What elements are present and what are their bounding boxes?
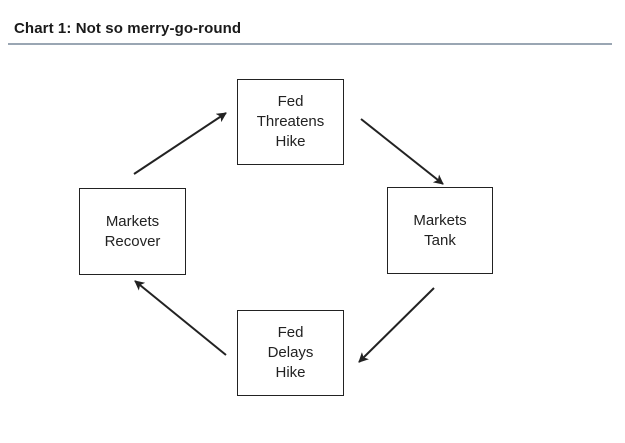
arrow-recover-to-threatens (133, 112, 227, 175)
node-label: Fed Threatens Hike (256, 93, 325, 150)
chart-title: Chart 1: Not so merry-go-round (14, 20, 242, 37)
node-fed-threatens-hike: Fed Threatens Hike (237, 79, 344, 165)
node-markets-recover: Markets Recover (79, 188, 186, 275)
node-label: Markets Tank (413, 211, 467, 249)
arrow-tank-to-delays (358, 287, 435, 363)
node-label: Markets Recover (104, 212, 161, 250)
node-fed-delays-hike: Fed Delays Hike (237, 310, 344, 396)
node-markets-tank: Markets Tank (387, 187, 493, 274)
node-label: Fed Delays Hike (267, 324, 314, 381)
arrow-delays-to-recover (134, 280, 227, 356)
arrow-threatens-to-tank (360, 118, 444, 185)
title-divider (8, 43, 612, 45)
